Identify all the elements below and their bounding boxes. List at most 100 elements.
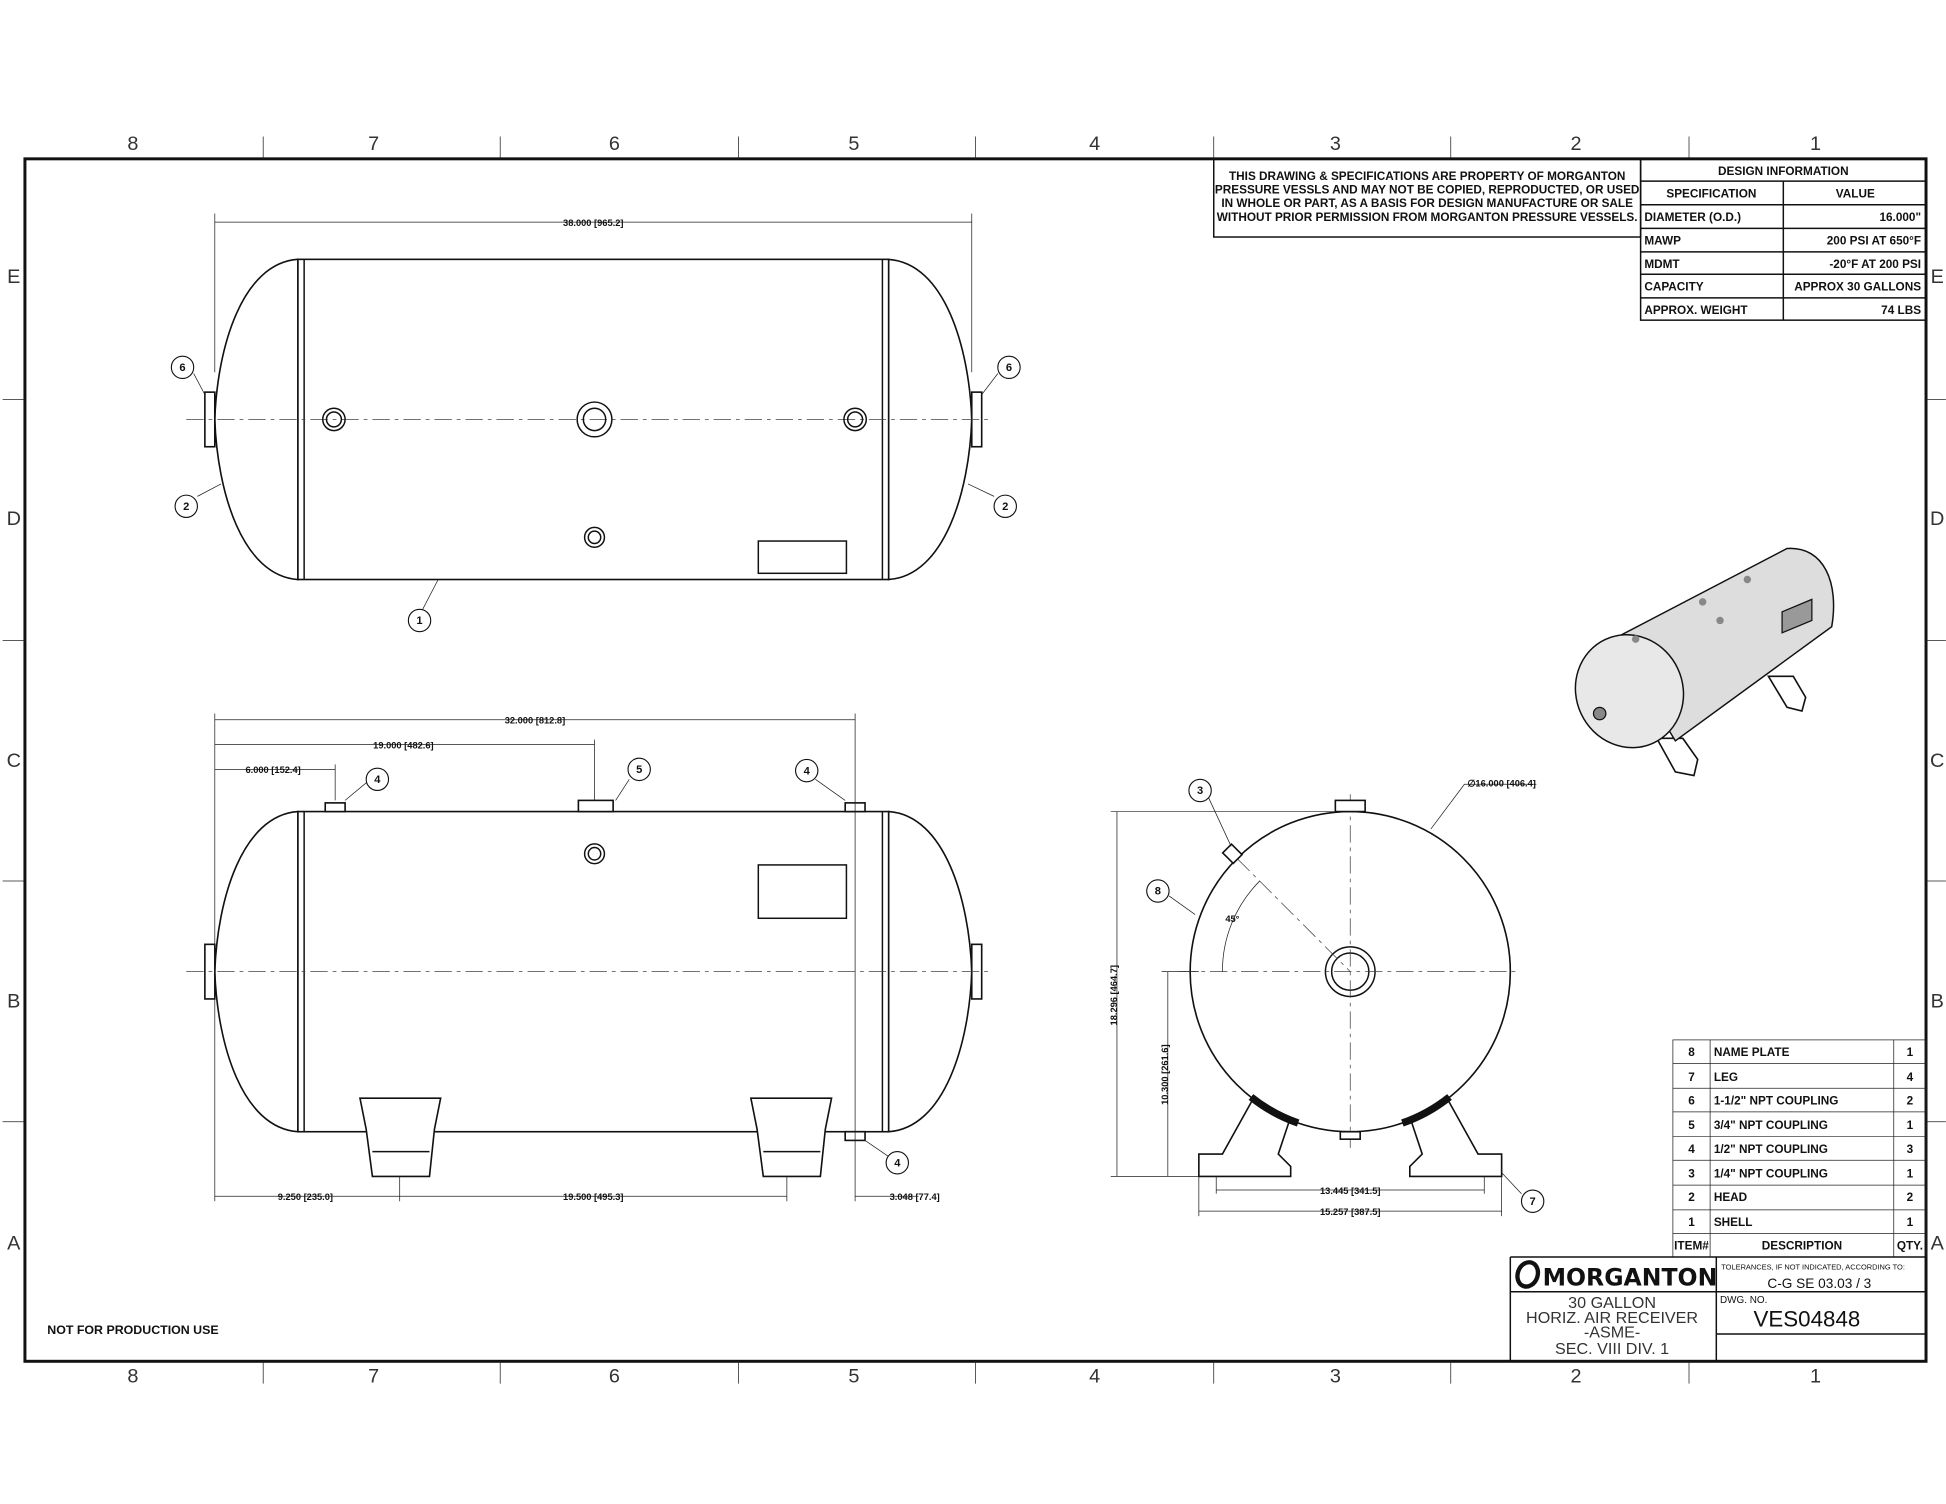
svg-text:1: 1 (1688, 1216, 1695, 1229)
svg-text:7: 7 (368, 133, 379, 155)
svg-text:6: 6 (1688, 1094, 1695, 1107)
morganton-logo: MORGANTON (1515, 1260, 1718, 1292)
svg-text:16.000": 16.000" (1879, 211, 1921, 224)
svg-text:8: 8 (127, 1365, 138, 1387)
svg-text:3: 3 (1330, 133, 1341, 155)
svg-text:∅16.000 [406.4]: ∅16.000 [406.4] (1467, 779, 1536, 789)
svg-text:1: 1 (1907, 1119, 1914, 1132)
svg-text:ITEM#: ITEM# (1674, 1240, 1709, 1253)
svg-text:2: 2 (1002, 501, 1008, 513)
svg-text:6: 6 (609, 133, 620, 155)
svg-text:1-1/2" NPT COUPLING: 1-1/2" NPT COUPLING (1714, 1094, 1839, 1107)
svg-text:MAWP: MAWP (1644, 234, 1681, 247)
svg-text:6: 6 (179, 362, 185, 374)
svg-text:DESIGN INFORMATION: DESIGN INFORMATION (1718, 165, 1849, 178)
svg-text:3: 3 (1330, 1365, 1341, 1387)
callout-6: 6 (997, 355, 1021, 380)
svg-text:-ASME-: -ASME- (1584, 1324, 1640, 1342)
svg-text:TOLERANCES, IF NOT INDICATED,: TOLERANCES, IF NOT INDICATED, ACCORDING … (1721, 1262, 1905, 1271)
svg-text:32.000 [812.8]: 32.000 [812.8] (505, 715, 565, 725)
svg-text:SEC. VIII DIV. 1: SEC. VIII DIV. 1 (1555, 1340, 1669, 1358)
svg-text:QTY.: QTY. (1897, 1240, 1923, 1253)
svg-text:5: 5 (848, 1365, 859, 1387)
svg-text:4: 4 (374, 774, 381, 786)
zone-dividers (2, 136, 1946, 1384)
svg-text:C: C (7, 750, 21, 772)
svg-text:200 PSI AT 650°F: 200 PSI AT 650°F (1827, 234, 1921, 247)
svg-text:2: 2 (1571, 1365, 1582, 1387)
svg-text:1: 1 (1907, 1046, 1914, 1059)
svg-text:CAPACITY: CAPACITY (1644, 280, 1703, 293)
end-view: 45° 18.296 [464.7] 10.300 [261.6] 13.445… (1109, 779, 1537, 1217)
svg-text:8: 8 (1155, 886, 1161, 898)
callout-4: 4 (885, 1151, 910, 1175)
callout-6: 6 (170, 355, 195, 380)
svg-text:LEG: LEG (1714, 1071, 1738, 1084)
svg-text:74 LBS: 74 LBS (1881, 304, 1921, 317)
svg-text:19.000 [482.6]: 19.000 [482.6] (373, 740, 433, 750)
svg-text:4: 4 (1688, 1143, 1695, 1156)
zone-labels-bottom: 8 7 6 5 4 3 2 1 (127, 1365, 1821, 1387)
svg-text:8: 8 (127, 133, 138, 155)
callout-5: 5 (627, 757, 651, 782)
svg-text:38.000 [965.2]: 38.000 [965.2] (563, 218, 623, 228)
svg-text:PRESSURE VESSLS AND MAY NOT BE: PRESSURE VESSLS AND MAY NOT BE COPIED, R… (1215, 184, 1640, 197)
zone-labels-top: 8 7 6 5 4 3 2 1 (127, 133, 1821, 155)
svg-text:13.445 [341.5]: 13.445 [341.5] (1320, 1186, 1380, 1196)
parts-list-table: 8 NAME PLATE 1 7 LEG 4 6 1-1/2" NPT COUPLING 2… (1672, 1039, 1927, 1258)
svg-text:8: 8 (1688, 1046, 1695, 1059)
title-block: MORGANTON 30 GALLON HORIZ. AIR RECEIVER … (1509, 1256, 1927, 1362)
svg-text:4: 4 (1089, 1365, 1100, 1387)
svg-text:SPECIFICATION: SPECIFICATION (1666, 187, 1756, 200)
front-view: 32.000 [812.8] 19.000 [482.6] 6.000 [152… (186, 713, 993, 1202)
callout-2: 2 (993, 494, 1017, 519)
svg-text:7: 7 (1688, 1071, 1695, 1084)
leg (749, 1097, 833, 1178)
name-plate (757, 540, 848, 575)
svg-text:D: D (1930, 508, 1944, 530)
svg-text:SHELL: SHELL (1714, 1216, 1753, 1229)
svg-text:A: A (7, 1233, 21, 1255)
not-for-production-note: NOT FOR PRODUCTION USE (47, 1323, 218, 1337)
leg (358, 1097, 442, 1178)
svg-text:2: 2 (1571, 133, 1582, 155)
svg-text:VES04848: VES04848 (1754, 1307, 1861, 1332)
svg-text:NAME PLATE: NAME PLATE (1714, 1046, 1790, 1059)
svg-text:HEAD: HEAD (1714, 1191, 1747, 1204)
svg-text:7: 7 (368, 1365, 379, 1387)
isometric-view (1574, 547, 1835, 777)
svg-text:5: 5 (1688, 1119, 1695, 1132)
svg-text:HORIZ. AIR RECEIVER: HORIZ. AIR RECEIVER (1526, 1309, 1698, 1327)
svg-text:A: A (1931, 1233, 1945, 1255)
svg-text:1/2" NPT COUPLING: 1/2" NPT COUPLING (1714, 1143, 1828, 1156)
svg-text:DESCRIPTION: DESCRIPTION (1762, 1240, 1842, 1253)
svg-text:2: 2 (183, 501, 189, 513)
callout-4: 4 (794, 758, 819, 783)
svg-text:VALUE: VALUE (1836, 187, 1875, 200)
svg-text:5: 5 (848, 133, 859, 155)
svg-text:1: 1 (1907, 1216, 1914, 1229)
svg-text:E: E (7, 266, 20, 288)
svg-text:19.500 [495.3]: 19.500 [495.3] (563, 1192, 623, 1202)
svg-text:THIS DRAWING & SPECIFICATIONS: THIS DRAWING & SPECIFICATIONS ARE PROPER… (1229, 170, 1625, 183)
svg-text:5: 5 (636, 764, 642, 776)
svg-text:4: 4 (804, 765, 811, 777)
callout-1: 1 (407, 608, 432, 633)
svg-text:3: 3 (1197, 785, 1203, 797)
svg-text:MORGANTON: MORGANTON (1543, 1264, 1718, 1292)
top-view: 38.000 [965.2] (186, 213, 999, 611)
svg-text:1: 1 (1907, 1168, 1914, 1181)
svg-text:IN WHOLE OR PART, AS A BASIS F: IN WHOLE OR PART, AS A BASIS FOR DESIGN … (1221, 197, 1633, 210)
callout-2: 2 (174, 494, 198, 519)
svg-text:4: 4 (1089, 133, 1100, 155)
svg-text:C: C (1930, 750, 1944, 772)
svg-text:6.000 [152.4]: 6.000 [152.4] (245, 765, 300, 775)
svg-text:4: 4 (894, 1157, 901, 1169)
svg-text:-20°F AT 200 PSI: -20°F AT 200 PSI (1829, 258, 1921, 271)
svg-text:1: 1 (1810, 133, 1821, 155)
svg-text:2: 2 (1907, 1191, 1914, 1204)
ownership-notice: THIS DRAWING & SPECIFICATIONS ARE PROPER… (1212, 158, 1642, 238)
svg-text:C-G SE 03.03 / 3: C-G SE 03.03 / 3 (1767, 1276, 1871, 1291)
svg-text:45°: 45° (1225, 914, 1239, 924)
